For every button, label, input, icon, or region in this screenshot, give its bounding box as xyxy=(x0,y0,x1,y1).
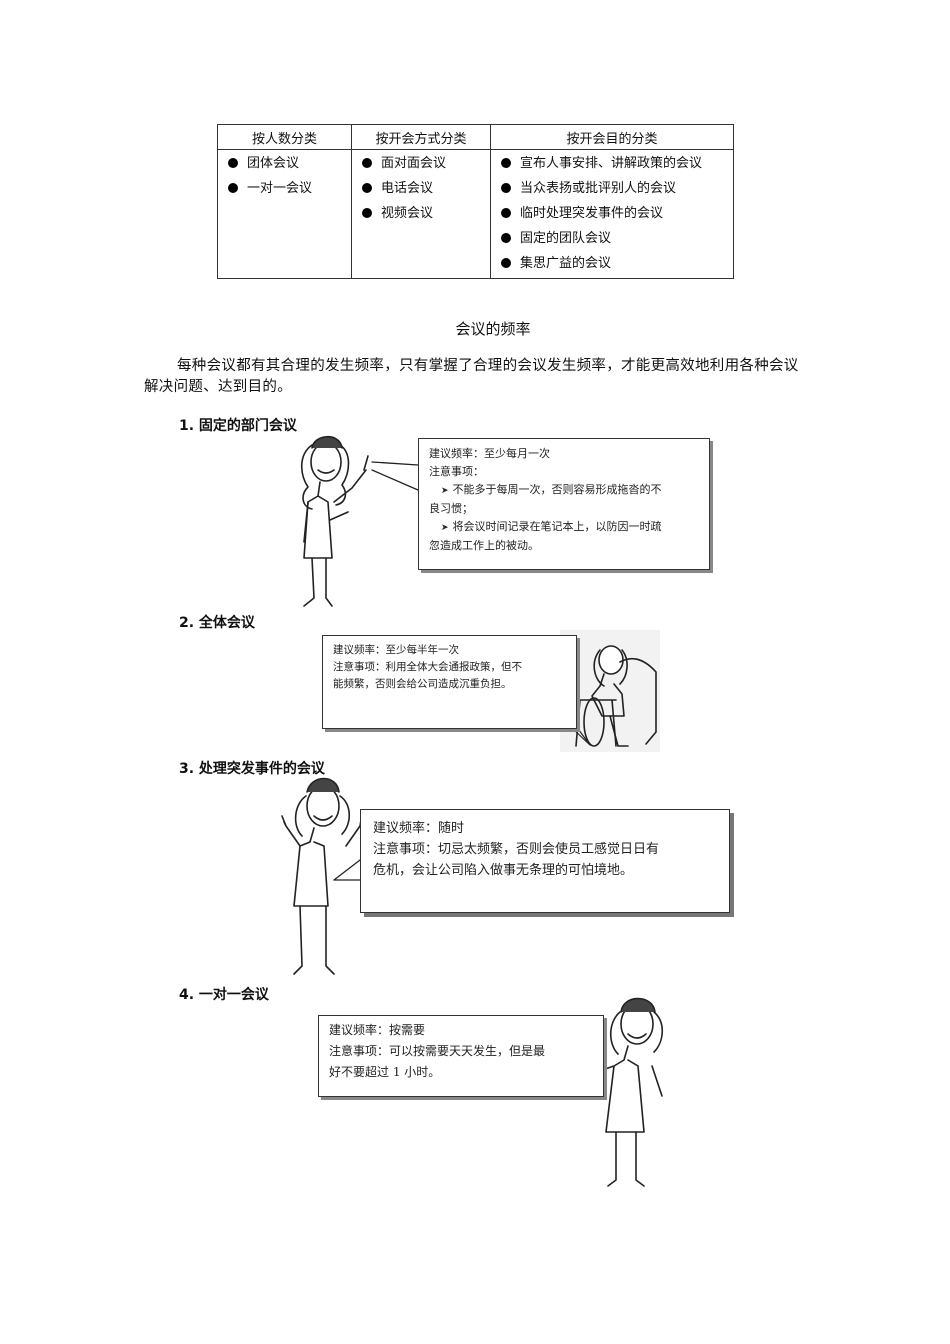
note-item: ➤将会议时间记录在笔记本上，以防因一时疏 xyxy=(441,520,662,533)
arrow-bullet-icon: ➤ xyxy=(441,523,449,533)
intro-paragraph: 每种会议都有其合理的发生频率，只有掌握了合理的会议发生频率，才能更高效地利用各种… xyxy=(144,358,799,395)
list-item: 视频会议 xyxy=(362,203,490,228)
bullet-dot-icon xyxy=(501,258,511,268)
section-title: 会议的频率 xyxy=(455,320,531,338)
frequency-line: 建议频率：按需要 xyxy=(329,1023,426,1037)
bullet-dot-icon xyxy=(362,158,372,168)
frequency-line: 建议频率：至少每月一次 xyxy=(429,447,550,460)
column-by-purpose: 宣布人事安排、讲解政策的会议 当众表扬或批评别人的会议 临时处理突发事件的会议 … xyxy=(490,149,734,279)
header-by-headcount: 按人数分类 xyxy=(217,124,352,150)
bullet-dot-icon xyxy=(228,183,238,193)
list-item: 临时处理突发事件的会议 xyxy=(501,203,733,228)
list-item: 一对一会议 xyxy=(228,178,351,203)
bullet-dot-icon xyxy=(362,183,372,193)
meeting-heading-2: 2. 全体会议 xyxy=(179,615,255,631)
meeting-heading-1: 1. 固定的部门会议 xyxy=(179,418,297,434)
note-continuation: 良习惯； xyxy=(429,502,473,515)
column-by-headcount: 团体会议 一对一会议 xyxy=(217,149,352,279)
woman-seated-figure xyxy=(554,645,657,747)
notes-line: 注意事项：利用全体大会通报政策，但不 xyxy=(333,661,522,673)
advice-box-2: 建议频率：至少每半年一次 注意事项：利用全体大会通报政策，但不 能频繁，否则会给… xyxy=(322,635,577,729)
bullet-dot-icon xyxy=(501,233,511,243)
bullet-dot-icon xyxy=(501,183,511,193)
meeting-heading-4: 4. 一对一会议 xyxy=(179,987,269,1003)
meeting-classification-table: 按人数分类 按开会方式分类 按开会目的分类 团体会议 一对一会议 面对面会议 电… xyxy=(217,124,734,279)
notes-label: 注意事项： xyxy=(429,465,484,478)
meeting-heading-3: 3. 处理突发事件的会议 xyxy=(179,761,325,777)
woman-raising-hands-figure xyxy=(281,777,363,975)
list-item: 电话会议 xyxy=(362,178,490,203)
arrow-bullet-icon: ➤ xyxy=(441,486,449,496)
list-item: 固定的团队会议 xyxy=(501,228,733,253)
list-item: 宣布人事安排、讲解政策的会议 xyxy=(501,153,733,178)
bullet-dot-icon xyxy=(501,208,511,218)
woman-pointing-figure xyxy=(300,435,419,607)
list-item: 面对面会议 xyxy=(362,153,490,178)
note-item: ➤不能多于每周一次，否则容易形成拖沓的不 xyxy=(441,483,662,496)
frequency-line: 建议频率：至少每半年一次 xyxy=(333,644,459,656)
frequency-line: 建议频率：随时 xyxy=(373,821,465,836)
notes-line: 能频繁，否则会给公司造成沉重负担。 xyxy=(333,678,512,690)
table-header-row: 按人数分类 按开会方式分类 按开会目的分类 xyxy=(217,124,734,150)
header-by-format: 按开会方式分类 xyxy=(351,124,491,150)
bullet-dot-icon xyxy=(501,158,511,168)
table-body-row: 团体会议 一对一会议 面对面会议 电话会议 视频会议 宣布人事安排、讲解政策的会… xyxy=(217,149,734,279)
list-item: 团体会议 xyxy=(228,153,351,178)
notes-line: 注意事项：可以按需要天天发生，但是最 xyxy=(329,1044,546,1058)
list-item: 当众表扬或批评别人的会议 xyxy=(501,178,733,203)
advice-box-4: 建议频率：按需要 注意事项：可以按需要天天发生，但是最 好不要超过 1 小时。 xyxy=(318,1015,604,1097)
notes-line: 注意事项：切忌太频繁，否则会使员工感觉日日有 xyxy=(373,842,660,857)
column-by-format: 面对面会议 电话会议 视频会议 xyxy=(351,149,491,279)
bullet-dot-icon xyxy=(228,158,238,168)
advice-box-3: 建议频率：随时 注意事项：切忌太频繁，否则会使员工感觉日日有 危机，会让公司陷入… xyxy=(360,809,730,913)
list-item: 集思广益的会议 xyxy=(501,253,733,278)
note-continuation: 忽造成工作上的被动。 xyxy=(429,539,539,552)
advice-box-1: 建议频率：至少每月一次 注意事项： ➤不能多于每周一次，否则容易形成拖沓的不 良… xyxy=(418,438,710,570)
bullet-dot-icon xyxy=(362,208,372,218)
notes-line: 危机，会让公司陷入做事无条理的可怕境地。 xyxy=(373,863,634,878)
notes-line: 好不要超过 1 小时。 xyxy=(329,1065,441,1079)
